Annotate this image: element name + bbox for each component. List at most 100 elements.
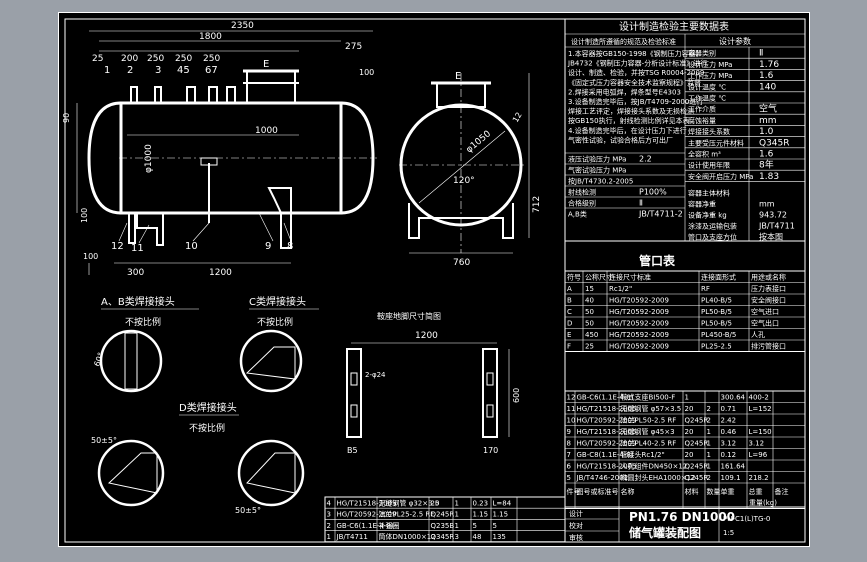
design-param-value: 空气: [759, 103, 777, 115]
bottom-parts-cell: 5: [473, 522, 477, 530]
saddle-span: 1200: [415, 331, 438, 341]
parts-cell: 2.42: [721, 417, 737, 425]
ab-detail-circle: [99, 329, 163, 393]
c-title: C类焊接接头: [249, 295, 306, 308]
dim-100-left: 100: [80, 208, 89, 223]
nozzle-cell: 压力表接口: [751, 284, 786, 293]
parts-header: 材料: [685, 487, 699, 496]
d-angle-2: 50±5°: [235, 506, 261, 515]
right-head: [340, 101, 375, 215]
parts-cell: 6: [567, 463, 572, 471]
label-11: 11: [131, 243, 144, 254]
left-head: [87, 101, 122, 215]
label-1: 1: [104, 65, 110, 76]
parts-cell: GB-C8(1.1E-4-8): [577, 451, 634, 459]
nozzle-cell: 安全阀接口: [751, 296, 786, 305]
nozzle-header: 连接面形式: [701, 273, 736, 282]
parts-cell: 8: [567, 440, 571, 448]
parts-cell: 0.46: [721, 428, 737, 436]
design-left-label: 按JB/T4730.2-2005: [568, 177, 633, 186]
bottom-parts-cell: 1.15: [493, 511, 509, 519]
bottom-parts-cell: 20: [431, 500, 440, 508]
side-height: 712: [532, 196, 542, 213]
design-param-label: 焊接接头系数: [688, 127, 730, 136]
parts-cell: 1: [707, 428, 711, 436]
dim-1200: 1200: [209, 268, 232, 278]
bottom-parts-cell: 法兰PL25-2.5 RF: [379, 510, 435, 519]
bottom-parts-cell: 1: [455, 522, 459, 530]
label-2: 2: [127, 65, 133, 76]
bottom-parts-cell: 筒体DN1000×12: [379, 532, 436, 541]
side-label-E: E: [455, 71, 461, 82]
ab-title: A、B类焊接接头: [101, 295, 175, 308]
parts-cell: L=152: [749, 405, 772, 413]
design-extra-label: 容器净重: [688, 200, 716, 209]
parts-cell: 5: [567, 474, 571, 482]
parts-cell: 12: [567, 394, 576, 402]
tb-scale: 1:5: [723, 529, 734, 537]
label-E: E: [263, 59, 269, 70]
design-note-line: JB4732《钢制压力容器-分析设计标准》进行: [567, 59, 707, 68]
parts-cell: L=150: [749, 428, 772, 436]
bottom-parts-cell: 1: [327, 533, 331, 541]
nozzle-header: 连接尺寸标准: [609, 273, 651, 282]
bottom-parts-cell: 1: [455, 511, 459, 519]
label-45: 45: [177, 65, 190, 76]
nozzle-cell: 排污管接口: [751, 342, 786, 351]
bottom-parts-cell: 4: [327, 500, 332, 508]
parts-header: 单重: [721, 487, 735, 496]
parts-header: 件号: [567, 487, 581, 496]
parts-cell: 0.71: [721, 405, 737, 413]
design-extra-value: 943.72: [759, 211, 787, 220]
design-param-label: 工作压力 MPa: [688, 71, 732, 80]
dim-275: 275: [345, 42, 362, 52]
nozzle-cell: F: [567, 343, 571, 351]
nozzle-cell: PL40-B/5: [701, 297, 732, 305]
parts-cell: 11: [567, 405, 576, 413]
parts-cell: HG/T21518-2005: [577, 405, 637, 413]
design-param-value: 1.6: [759, 71, 774, 81]
parts-cell: 2: [707, 405, 711, 413]
nozzle-header: 公称尺寸: [585, 273, 613, 282]
design-param-value: 8年: [759, 159, 774, 171]
nozzle-cell: 50: [585, 308, 594, 316]
d-scale: 不按比例: [189, 422, 225, 434]
bottom-parts-cell: Q345R: [431, 533, 455, 541]
design-note-line: 1.本容器按GB150-1998《钢制压力容器》: [568, 49, 703, 58]
design-param-value: 1.76: [759, 60, 779, 70]
bottom-parts-cell: 48: [473, 533, 482, 541]
dim-300: 300: [127, 268, 144, 278]
design-param-label: 腐蚀裕量: [688, 116, 716, 125]
parts-cell: 1: [707, 440, 711, 448]
ab-scale: 不按比例: [125, 316, 161, 328]
design-left-label: 气密试验压力 MPa: [568, 166, 626, 175]
nozzle-cell: HG/T20592-2009: [609, 331, 669, 339]
front-view: 2350 1800 275 25 200 250 250 250 1 2 3 4…: [62, 21, 377, 278]
design-param-value: Ⅱ: [759, 49, 763, 59]
parts-header: 数量: [707, 487, 721, 496]
nozzle-5: [226, 86, 236, 104]
parts-header: 备注: [775, 487, 789, 496]
parts-cell: 管接头Rc1/2": [621, 450, 665, 459]
design-param-value: 1.83: [759, 172, 779, 182]
design-left-header: 设计制造所遵循的规范及检验标准: [571, 37, 676, 46]
saddle-label: B5: [347, 446, 358, 455]
design-param-label: 设计温度 ℃: [688, 82, 726, 91]
nozzle-cell: 40: [585, 297, 594, 305]
dim-250-c: 250: [203, 54, 220, 64]
drawing-sheet: 2350 1800 275 25 200 250 250 250 1 2 3 4…: [58, 12, 810, 547]
parts-cell: 1: [685, 394, 689, 402]
design-extra-value: 按本图: [759, 232, 783, 242]
nozzle-cell: RF: [701, 285, 710, 293]
parts-cell: 20: [685, 405, 694, 413]
design-left-label: 液压试验压力 MPa: [568, 155, 626, 164]
dim-1000: 1000: [255, 126, 278, 136]
bottom-parts-cell: 1: [455, 500, 459, 508]
parts-weight-label: 重量(kg): [749, 499, 777, 507]
design-param-value: 1.0: [759, 127, 774, 137]
nozzle-cell: PL50-B/5: [701, 308, 732, 316]
bottom-parts-cell: 5: [493, 522, 497, 530]
design-left-value: JB/T4711-2: [638, 210, 683, 219]
